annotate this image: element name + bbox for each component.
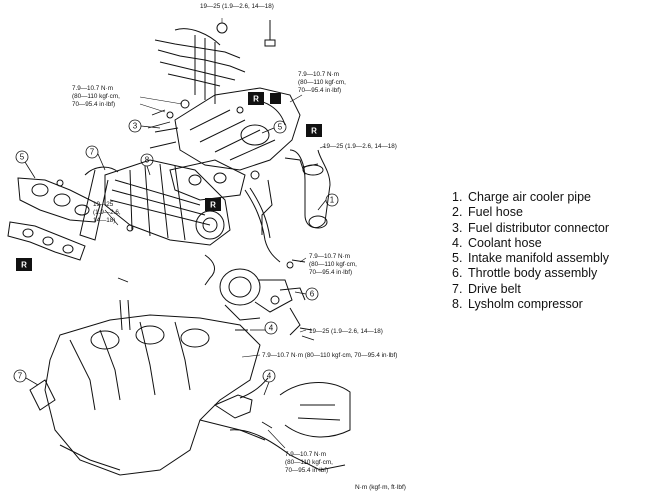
legend-label: Intake manifold assembly: [468, 251, 610, 266]
legend-item: 2. Fuel hose: [452, 205, 609, 220]
legend-number: 8.: [452, 297, 463, 312]
torque-label: 7.9—10.7 N·m: [298, 71, 339, 78]
units-note: N·m (kgf·m, ft·lbf): [355, 484, 406, 491]
replace-mark-label: R: [210, 201, 216, 210]
replace-mark-label: R: [311, 127, 317, 136]
legend-label: Fuel distributor connector: [468, 220, 610, 235]
fasteners: [117, 109, 319, 429]
legend-item: 8. Lysholm compressor: [452, 297, 609, 312]
replace-marks: [16, 92, 322, 271]
legend-label: Coolant hose: [468, 235, 542, 250]
charge-air-cooler-pipe: [284, 149, 331, 229]
coolant-hose: [204, 254, 269, 419]
callout-6: 6: [310, 290, 315, 299]
torque-label: 7.9—10.7 N·m: [285, 451, 326, 458]
legend-number: 3.: [452, 220, 463, 235]
legend-label: Lysholm compressor: [468, 297, 583, 312]
fuel-hose: [244, 170, 281, 263]
torque-label: (1.9—2.6,: [93, 209, 121, 216]
torque-label: 70—95.4 in·lbf): [298, 87, 341, 94]
torque-leaders: [104, 18, 326, 449]
legend-number: 4.: [452, 235, 463, 250]
torque-label: 7.9—10.7 N·m (80—110 kgf·cm, 70—95.4 in·…: [262, 352, 397, 359]
torque-label: 19—25: [93, 201, 114, 208]
parts-legend: 1. Charge air cooler pipe 2. Fuel hose 3. F…: [452, 190, 609, 312]
legend-number: 6.: [452, 266, 463, 281]
legend-item: 7. Drive belt: [452, 282, 609, 297]
legend-number: 2.: [452, 205, 463, 220]
torque-label: 19—25 (1.9—2.6, 14—18): [323, 143, 397, 150]
callout-8: 8: [145, 156, 150, 165]
callout-7: 7: [18, 372, 23, 381]
intake-manifold-left: [7, 177, 101, 261]
torque-label: 14—18): [93, 217, 115, 224]
legend-item: 3. Fuel distributor connector: [452, 221, 609, 236]
legend-item: 4. Coolant hose: [452, 236, 609, 251]
lysholm-compressor: [79, 159, 231, 246]
callout-4: 4: [269, 324, 274, 333]
torque-label: 70—95.4 in·lbf): [309, 269, 352, 276]
legend-label: Charge air cooler pipe: [468, 190, 591, 204]
legend-label: Drive belt: [468, 281, 521, 296]
legend-label: Fuel hose: [468, 205, 523, 220]
legend-number: 1.: [452, 190, 463, 204]
torque-label: (80—110 kgf·cm,: [285, 459, 333, 466]
torque-label: 70—95.4 in·lbf): [72, 101, 115, 108]
torque-label: 7.9—10.7 N·m: [72, 85, 113, 92]
callout-3: 3: [133, 122, 138, 131]
torque-label: 70—95.4 in·lbf): [285, 467, 328, 474]
callout-7: 7: [90, 148, 95, 157]
torque-label: 7.9—10.7 N·m: [309, 253, 350, 260]
torque-label: 19—25 (1.9—2.6, 14—18): [200, 3, 274, 10]
torque-label: 19—25 (1.9—2.6, 14—18): [309, 328, 383, 335]
throttle-body: [219, 268, 306, 336]
replace-mark-label: R: [253, 95, 259, 104]
legend-item: 6. Throttle body assembly: [452, 266, 609, 281]
callout-5: 5: [20, 153, 25, 162]
replace-mark-label: R: [21, 261, 27, 270]
legend-number: 7.: [452, 281, 463, 296]
callout-5: 5: [278, 123, 283, 132]
torque-label: (80—110 kgf·cm,: [72, 93, 120, 100]
torque-label: (80—110 kgf·cm,: [309, 261, 357, 268]
callout-1: 1: [330, 196, 335, 205]
callout-circles: [13, 119, 339, 396]
gasket: [169, 159, 246, 201]
legend-label: Throttle body assembly: [468, 266, 598, 281]
callout-4: 4: [267, 372, 272, 381]
engine-block: [29, 299, 351, 476]
vacuum-hose-cluster: [154, 20, 276, 104]
legend-item: 5. Intake manifold assembly: [452, 251, 609, 266]
torque-label: (80—110 kgf·cm,: [298, 79, 346, 86]
legend-number: 5.: [452, 251, 463, 266]
legend-item: 1. Charge air cooler pipe: [452, 190, 609, 205]
